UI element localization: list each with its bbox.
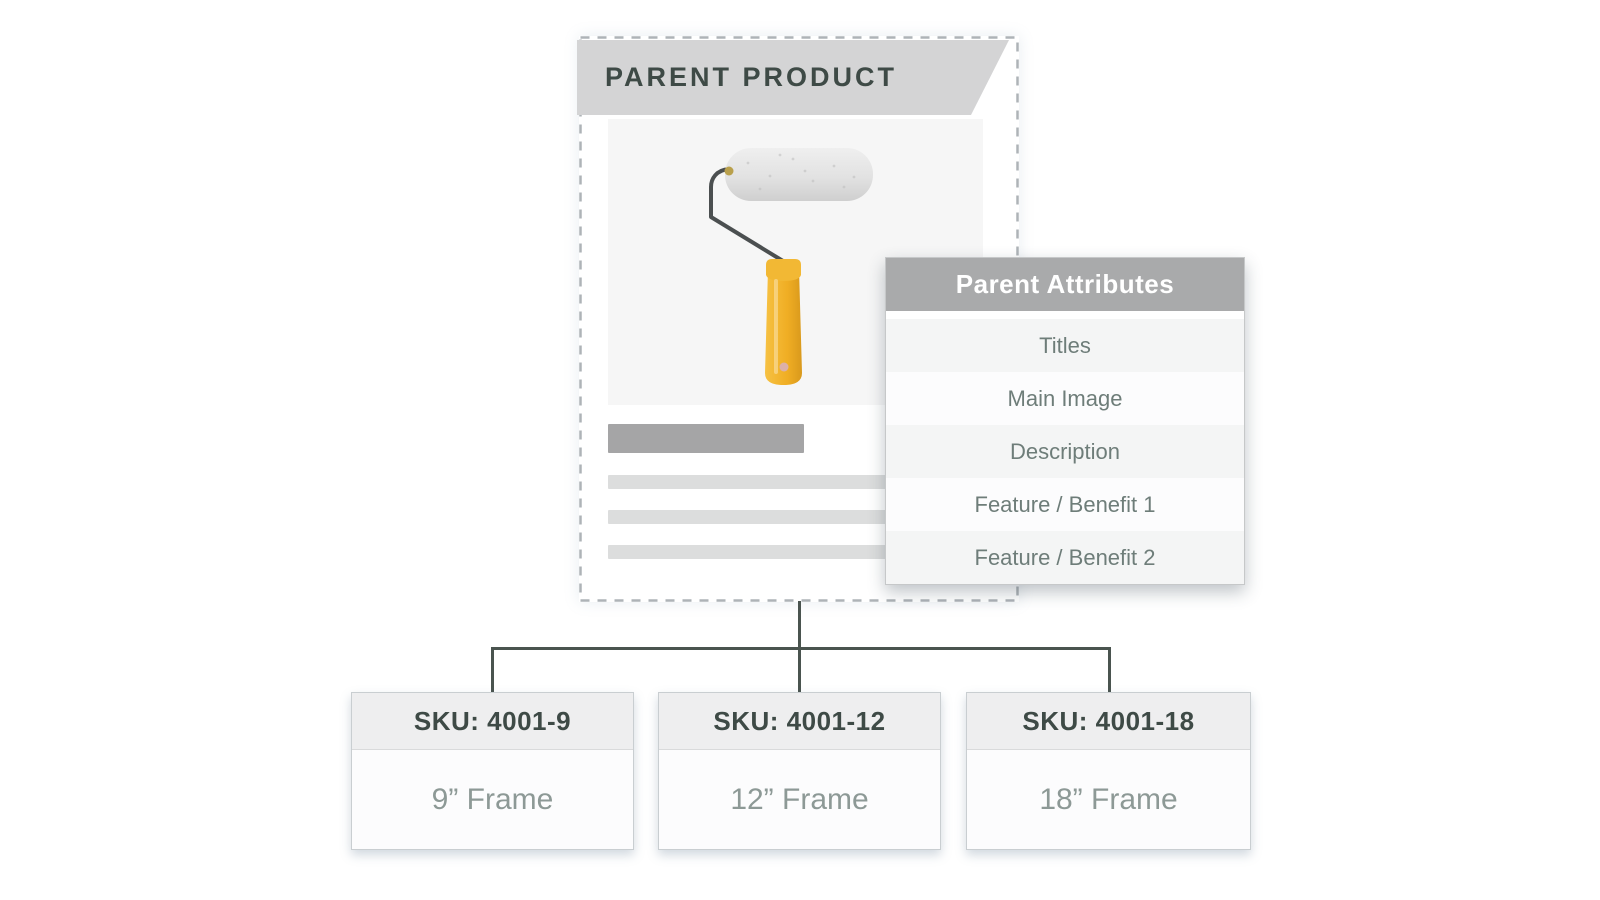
parent-attributes-title: Parent Attributes	[955, 269, 1175, 299]
parent-attributes-rows: Titles Main Image Description Feature / …	[886, 319, 1244, 584]
parent-attributes-header: Parent Attributes	[886, 258, 1244, 311]
attribute-row-titles: Titles	[886, 319, 1244, 372]
sku-header: SKU: 4001-12	[659, 693, 940, 750]
attribute-row-main-image: Main Image	[886, 372, 1244, 425]
parent-product-title: PARENT PRODUCT	[605, 62, 898, 92]
parent-product-banner: PARENT PRODUCT	[577, 40, 1009, 115]
text-placeholder-bar	[608, 545, 904, 559]
text-placeholder-bar	[608, 475, 904, 489]
sku-variant-label: 9” Frame	[431, 782, 554, 816]
paint-roller-image	[709, 148, 873, 385]
text-placeholder-bar	[608, 510, 904, 524]
sku-box-4001-12: SKU: 4001-12 12” Frame	[658, 692, 941, 850]
sku-variant-label: 18” Frame	[1039, 782, 1178, 816]
sku-box-4001-9: SKU: 4001-9 9” Frame	[351, 692, 634, 850]
sku-variant-label: 12” Frame	[730, 782, 869, 816]
sku-header: SKU: 4001-18	[967, 693, 1250, 750]
connector-line-horizontal	[491, 647, 1111, 650]
attribute-row-description: Description	[886, 425, 1244, 478]
attribute-row-feature-benefit-2: Feature / Benefit 2	[886, 531, 1244, 584]
parent-attributes-panel: Parent Attributes Titles Main Image Desc…	[885, 257, 1245, 585]
sku-header: SKU: 4001-9	[352, 693, 633, 750]
connector-line-left	[491, 647, 494, 692]
connector-line-center	[798, 601, 801, 692]
connector-line-right	[1108, 647, 1111, 692]
attribute-row-feature-benefit-1: Feature / Benefit 1	[886, 478, 1244, 531]
sku-box-4001-18: SKU: 4001-18 18” Frame	[966, 692, 1251, 850]
title-placeholder-bar	[608, 424, 804, 453]
